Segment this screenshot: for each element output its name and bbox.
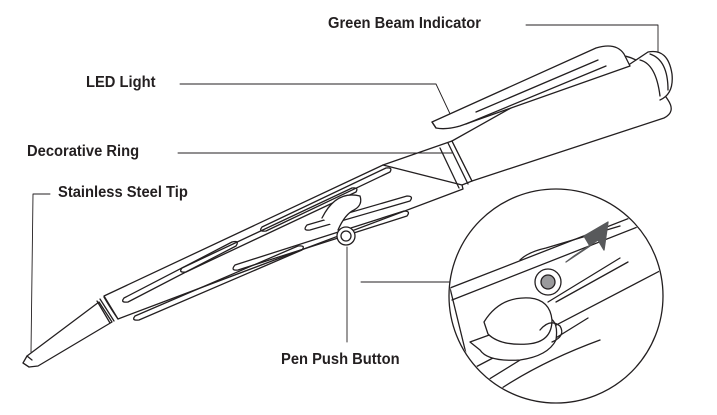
end-cap <box>629 50 673 101</box>
label-stainless-steel-tip: Stainless Steel Tip <box>58 184 188 201</box>
detail-inset <box>448 188 664 404</box>
label-led-light: LED Light <box>86 74 156 91</box>
label-pen-push-button: Pen Push Button <box>281 351 400 368</box>
groove-6 <box>232 210 410 271</box>
leader-green-beam <box>525 24 659 59</box>
leader-led-light <box>179 83 453 119</box>
pen-clip <box>431 45 631 130</box>
groove-4 <box>260 167 392 232</box>
label-green-beam-indicator: Green Beam Indicator <box>328 15 481 32</box>
label-decorative-ring: Decorative Ring <box>27 143 140 160</box>
leader-stainless-tip <box>30 193 51 353</box>
groove-3 <box>180 187 358 273</box>
pen-tip <box>22 301 113 368</box>
pen-cap <box>382 54 672 186</box>
pen-body-lower <box>103 164 464 321</box>
push-button <box>321 194 362 246</box>
groove-5 <box>304 195 413 231</box>
direction-arrow <box>565 221 609 263</box>
groove-1 <box>122 240 238 303</box>
